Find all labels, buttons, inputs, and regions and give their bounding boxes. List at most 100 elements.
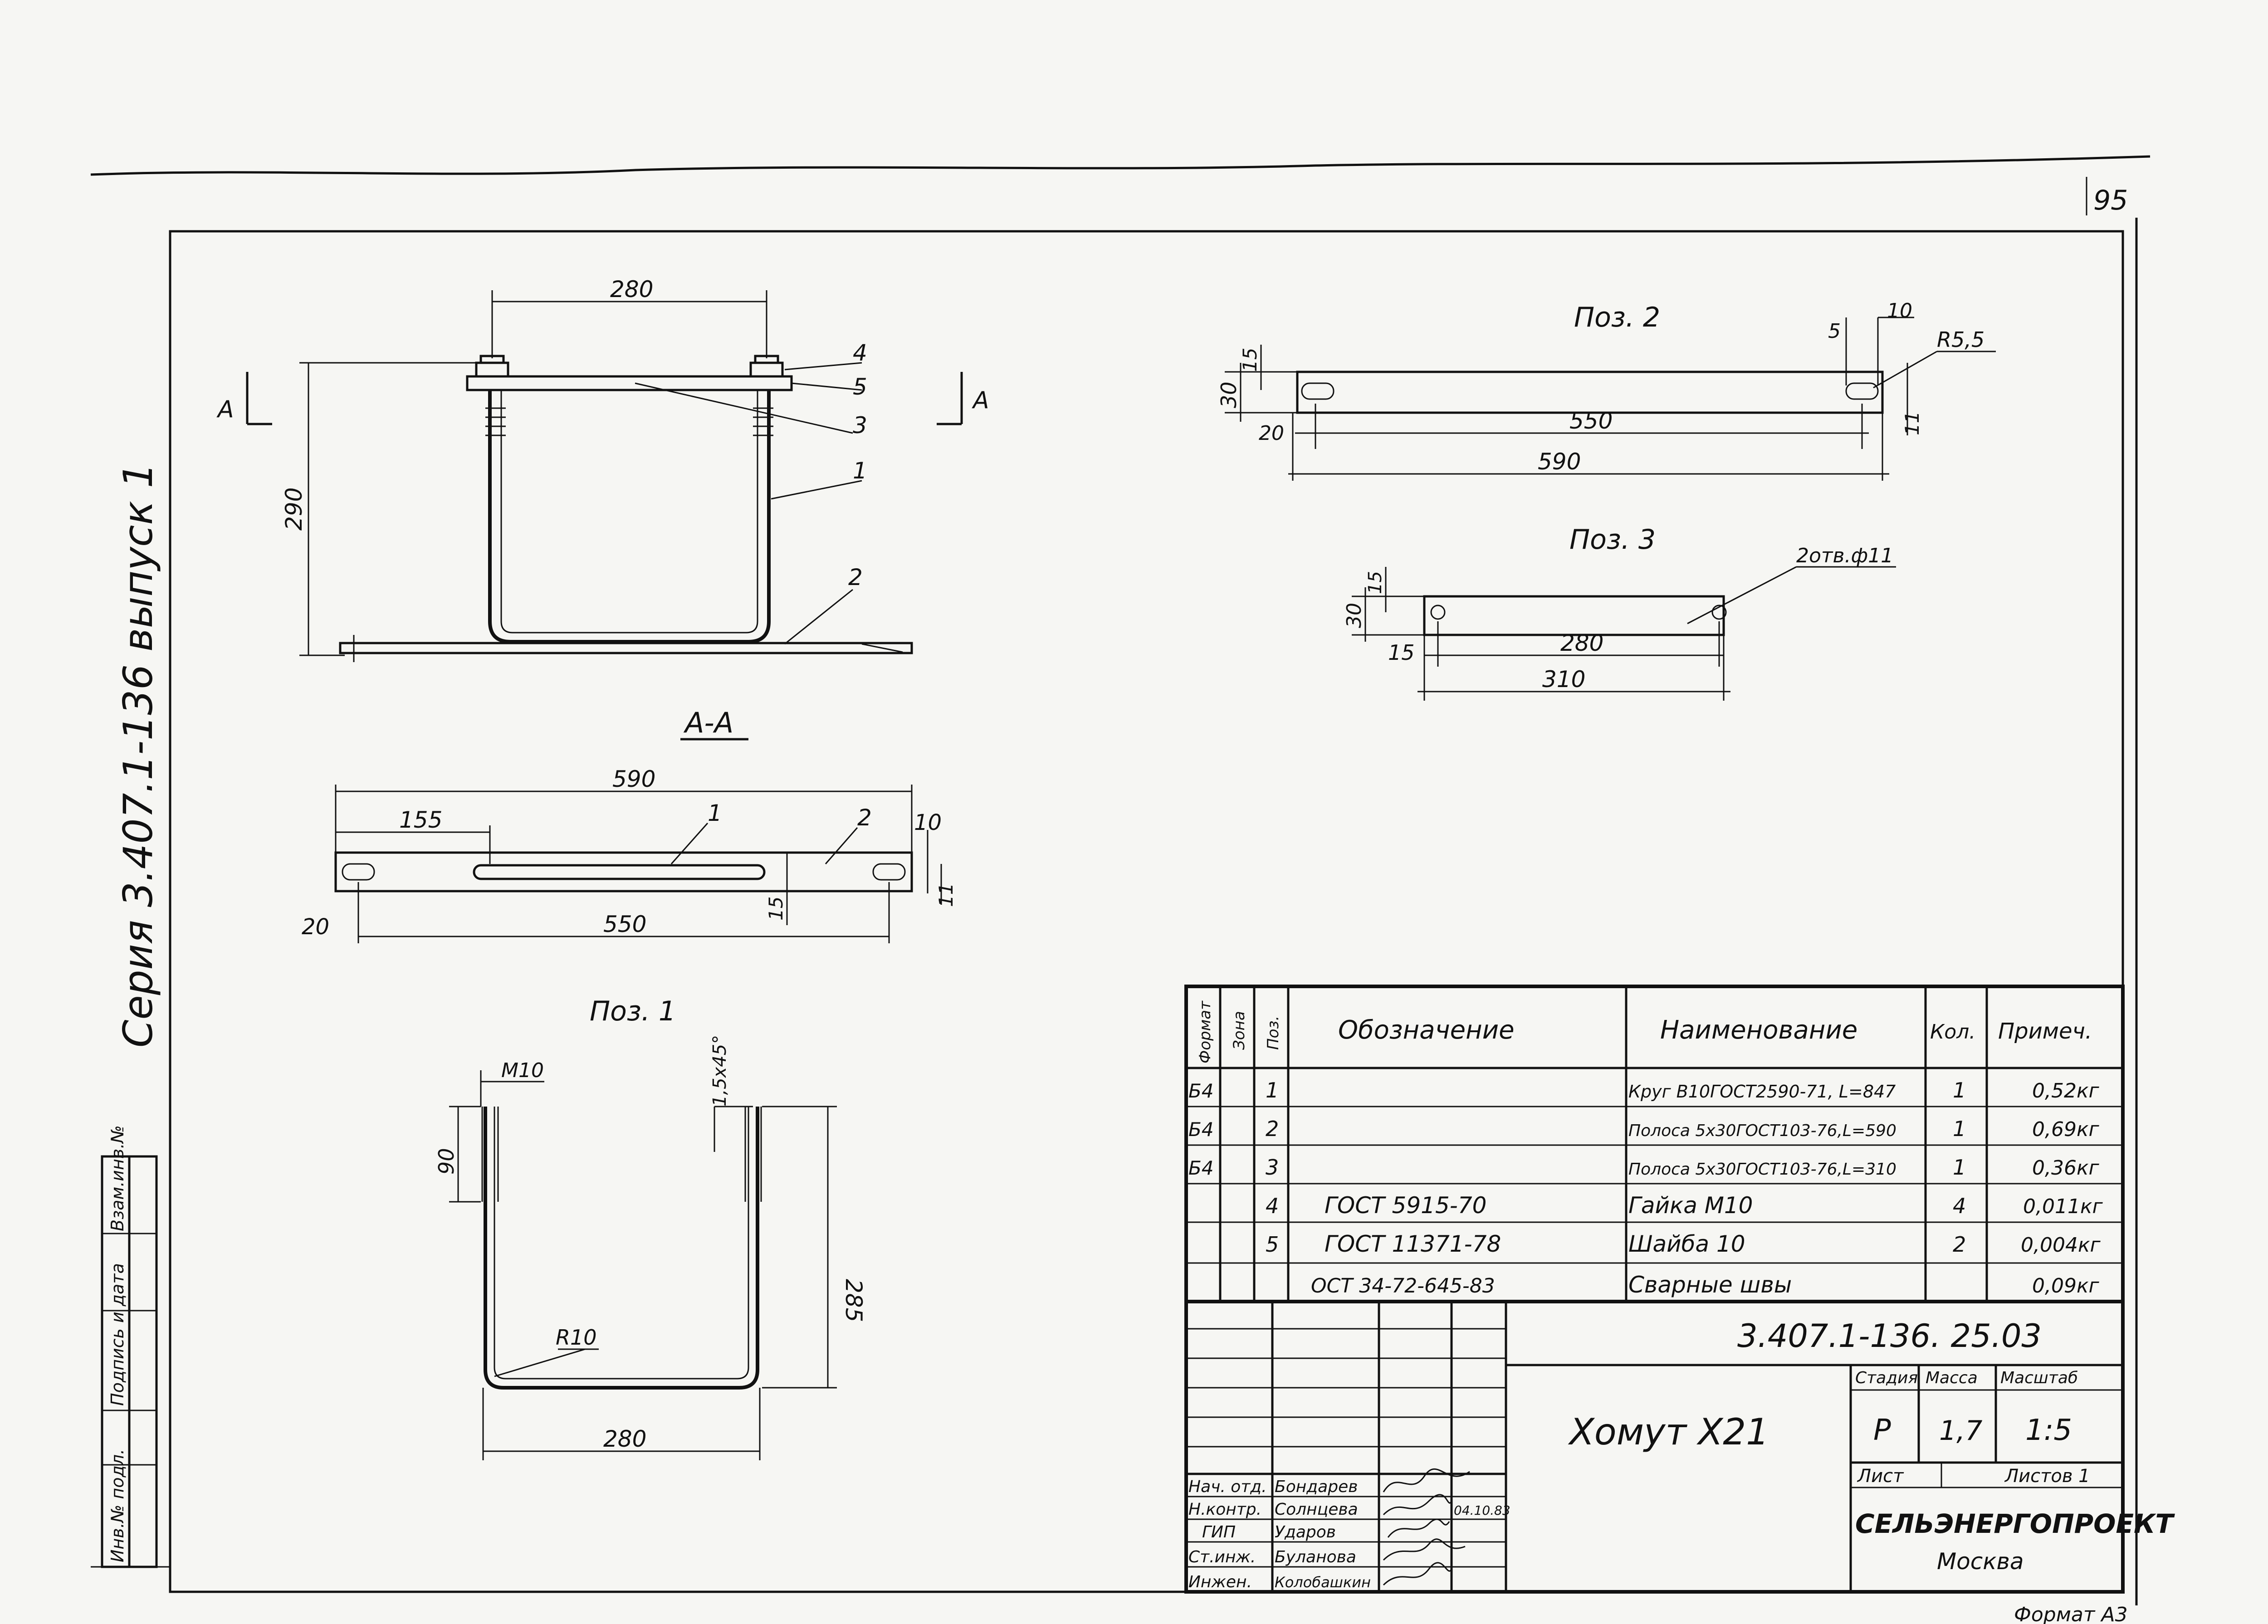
pos3-dim-total: 310 bbox=[1542, 666, 1585, 693]
section-aa: А-А 590 155 550 20 15 10 11 1 2 bbox=[302, 706, 957, 943]
staff-name: Буланова bbox=[1275, 1548, 1356, 1566]
mass-label: Масса bbox=[1926, 1369, 1978, 1387]
pos2-dim-hole: 11 bbox=[1901, 411, 1923, 435]
pos1-dim-height: 285 bbox=[841, 1279, 867, 1322]
aa-dim-hole-h: 11 bbox=[935, 883, 957, 907]
pos2-dim-total: 590 bbox=[1538, 449, 1581, 475]
pos3-dim-inner: 280 bbox=[1560, 630, 1603, 656]
mass-value: 1,7 bbox=[1939, 1415, 1982, 1447]
spec-row-format: Б4 bbox=[1188, 1118, 1214, 1141]
signature-mark bbox=[1383, 1538, 1466, 1561]
svg-text:Взам.инв.№: Взам.инв.№ bbox=[108, 1125, 127, 1231]
aa-dim-slot: 15 bbox=[765, 897, 787, 921]
sheet-top-edge bbox=[90, 155, 2151, 176]
page-number: 95 bbox=[2093, 185, 2128, 216]
spec-row-qty: 1 bbox=[1953, 1155, 1966, 1180]
spec-row-note: 0,36кг bbox=[2032, 1156, 2100, 1180]
svg-text:Подпись и дата: Подпись и дата bbox=[108, 1263, 127, 1406]
pos1-dim-thread-len: 90 bbox=[434, 1148, 459, 1175]
spec-header-note: Примеч. bbox=[1998, 1019, 2092, 1044]
callout-4: 4 bbox=[853, 340, 867, 366]
pos3-dim-h: 30 bbox=[1343, 603, 1366, 628]
pos3-dim-edge: 15 bbox=[1388, 640, 1415, 665]
signature-mark bbox=[1387, 1518, 1450, 1538]
item-name: Хомут Х21 bbox=[1568, 1411, 1769, 1453]
spec-header-name: Наименование bbox=[1660, 1015, 1857, 1045]
spec-header-format: Формат bbox=[1196, 1000, 1214, 1063]
spec-row-designation: ГОСТ 11371-78 bbox=[1325, 1231, 1501, 1257]
staff-role: Н.контр. bbox=[1188, 1500, 1261, 1519]
spec-row-name: Полоса 5х30ГОСТ103-76,L=310 bbox=[1628, 1160, 1897, 1179]
spec-row-name: Гайка М10 bbox=[1628, 1192, 1753, 1219]
signature-mark bbox=[1383, 1562, 1452, 1586]
callout-2: 2 bbox=[848, 564, 863, 590]
title-block: Нач. отд. Бондарев Н.контр. Солнцева ГИП… bbox=[1184, 1300, 2175, 1594]
pos2-view: Поз. 2 30 15 20 550 590 5 10 R5,5 11 bbox=[1217, 299, 1996, 481]
doc-code: 3.407.1-136. 25.03 bbox=[1737, 1317, 2042, 1355]
callout-1: 1 bbox=[853, 458, 867, 484]
pos3-dim-holes: 2отв.ф11 bbox=[1796, 544, 1893, 567]
signature-mark bbox=[1383, 1494, 1452, 1516]
callout-5: 5 bbox=[853, 374, 867, 400]
pos1-dim-width: 280 bbox=[603, 1426, 646, 1452]
approval-date: 04.10.83 bbox=[1454, 1503, 1510, 1518]
spec-row-qty: 2 bbox=[1953, 1232, 1966, 1257]
spec-row-pos: 3 bbox=[1266, 1155, 1279, 1180]
stage-value: Р bbox=[1873, 1414, 1891, 1447]
spec-row-note: 0,011кг bbox=[2023, 1195, 2103, 1218]
staff-name: Колобашкин bbox=[1275, 1574, 1371, 1591]
aa-dim-edge: 20 bbox=[302, 914, 329, 940]
pos1-dim-chamfer: 1,5х45° bbox=[709, 1035, 730, 1107]
spec-row-pos: 5 bbox=[1266, 1232, 1279, 1257]
spec-row-name: Шайба 10 bbox=[1628, 1231, 1745, 1257]
series-title: Серия 3.407.1-136 выпуск 1 bbox=[115, 463, 161, 1048]
main-dim-height: 290 bbox=[281, 488, 307, 531]
callout-3: 3 bbox=[853, 412, 867, 439]
spec-header-designation: Обозначение bbox=[1338, 1015, 1515, 1045]
pos3-view: Поз. 3 30 15 15 280 310 2отв.ф11 bbox=[1343, 524, 1896, 701]
pos2-dim-inner: 550 bbox=[1569, 408, 1613, 434]
pos2-title: Поз. 2 bbox=[1574, 302, 1660, 333]
spec-row-pos: 1 bbox=[1266, 1078, 1279, 1102]
pos2-dim-slot-l: 10 bbox=[1887, 299, 1912, 322]
spec-header-pos: Поз. bbox=[1264, 1016, 1282, 1050]
pos2-dim-edge: 20 bbox=[1259, 422, 1284, 445]
section-aa-title: А-А bbox=[683, 706, 733, 739]
spec-row-format: Б4 bbox=[1188, 1080, 1214, 1102]
section-mark-right: А bbox=[972, 387, 989, 414]
spec-row-note: 0,004кг bbox=[2021, 1234, 2101, 1257]
sheet-label: Лист bbox=[1857, 1466, 1904, 1487]
spec-row-qty: 1 bbox=[1953, 1117, 1966, 1141]
drawing-frame bbox=[169, 230, 2124, 1593]
spec-row-qty: 1 bbox=[1953, 1078, 1966, 1102]
pos3-dim-h2: 15 bbox=[1365, 571, 1386, 594]
pos1-dim-thread: М10 bbox=[501, 1059, 544, 1082]
spec-row-pos: 2 bbox=[1266, 1117, 1279, 1141]
aa-callout-2: 2 bbox=[857, 805, 872, 831]
pos1-view: Поз. 1 М10 1,5х45° 90 285 R10 280 bbox=[434, 995, 867, 1460]
aa-dim-inner: 550 bbox=[603, 911, 646, 937]
pos2-dim-h: 30 bbox=[1217, 381, 1241, 408]
staff-role: Ст.инж. bbox=[1188, 1548, 1256, 1566]
main-dim-width: 280 bbox=[610, 276, 653, 302]
org-city: Москва bbox=[1937, 1548, 2024, 1575]
scale-label: Масштаб bbox=[2000, 1369, 2078, 1387]
spec-row-name: Круг В10ГОСТ2590-71, L=847 bbox=[1628, 1082, 1896, 1102]
staff-role: Инжен. bbox=[1188, 1573, 1252, 1591]
side-stamp: Взам.инв.№ Подпись и дата Инв.№ подл. bbox=[101, 1125, 158, 1568]
pos2-dim-slot-w: 5 bbox=[1828, 320, 1841, 343]
spec-row-format: Б4 bbox=[1188, 1157, 1214, 1179]
spec-table: Формат Зона Поз. Обозначение Наименовани… bbox=[1184, 985, 2125, 1303]
staff-name: Ударов bbox=[1275, 1523, 1336, 1541]
spec-row-name: Полоса 5х30ГОСТ103-76,L=590 bbox=[1628, 1122, 1897, 1140]
staff-role: ГИП bbox=[1202, 1523, 1236, 1541]
format-label: Формат А3 bbox=[2014, 1603, 2128, 1624]
spec-row-name: Сварные швы bbox=[1628, 1272, 1792, 1298]
stage-label: Стадия bbox=[1855, 1369, 1918, 1387]
spec-row-designation: ГОСТ 5915-70 bbox=[1325, 1192, 1486, 1219]
aa-callout-1: 1 bbox=[708, 800, 722, 826]
org-name: СЕЛЬЭНЕРГОПРОЕКТ bbox=[1855, 1508, 2175, 1539]
signature-mark bbox=[1383, 1468, 1470, 1492]
section-mark-left: А bbox=[216, 396, 234, 423]
